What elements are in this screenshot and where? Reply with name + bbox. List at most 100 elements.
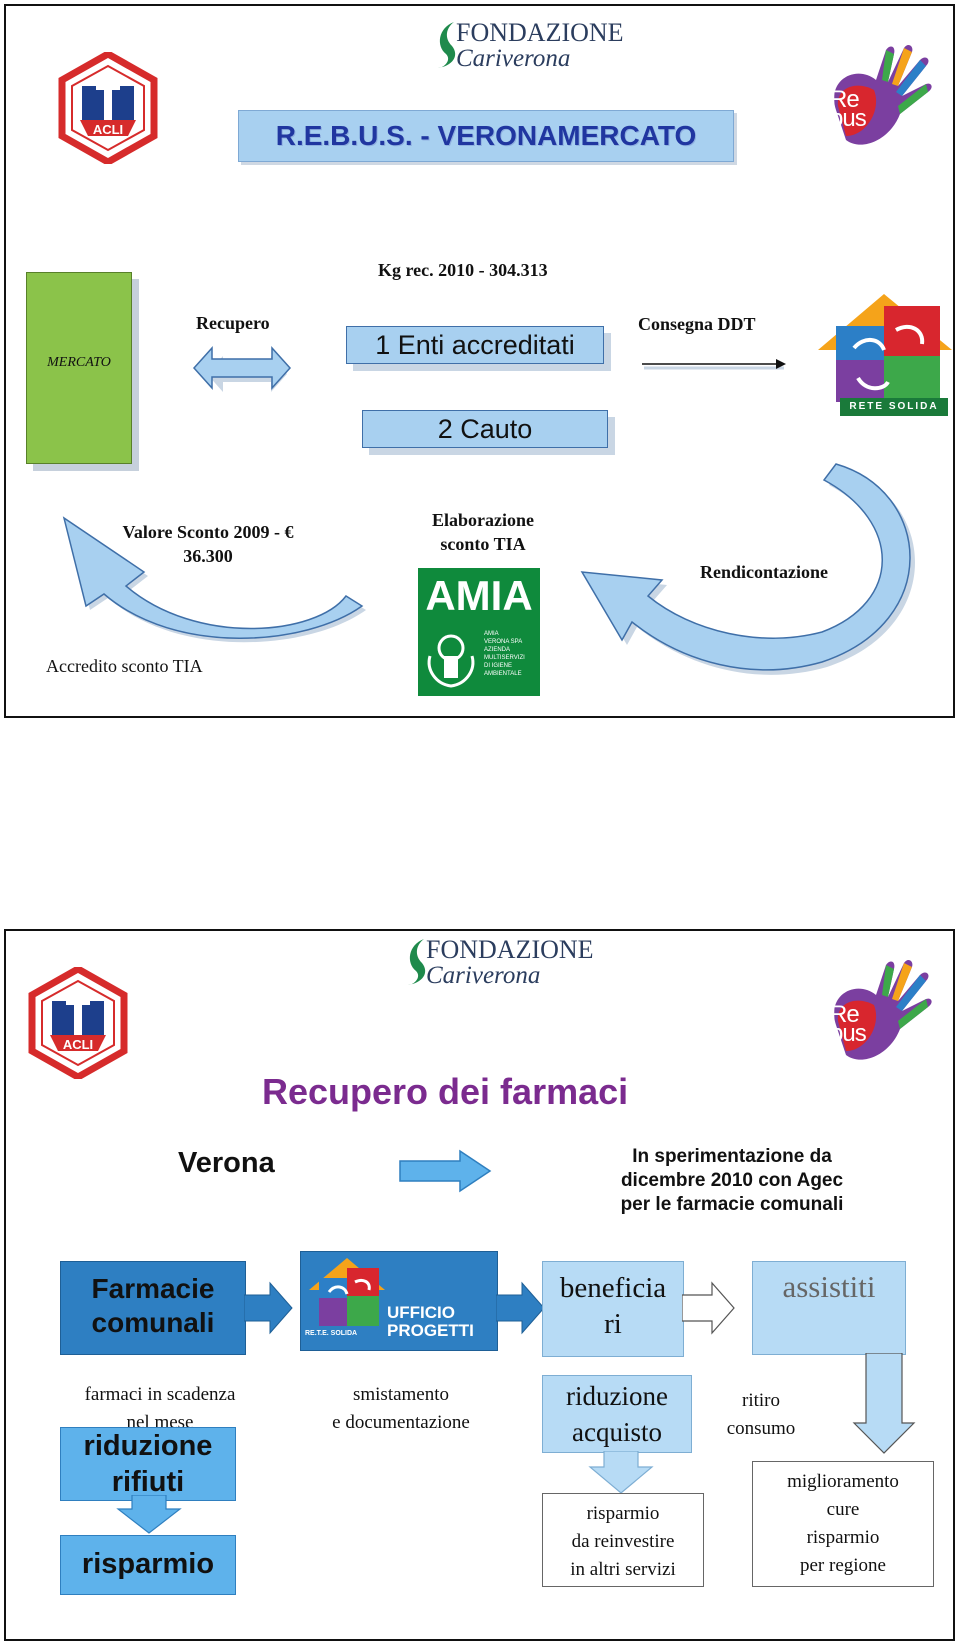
enti-accreditati-label: 1 Enti accreditati: [375, 330, 575, 360]
beneficiari-line2: ri: [604, 1308, 622, 1340]
acli-label-2: ACLI: [62, 1037, 94, 1052]
acli-logo-2: ACLI: [28, 964, 128, 1082]
riduzione-acquisto-box: riduzione acquisto: [542, 1375, 692, 1453]
ufficio-line1: UFFICIO: [387, 1303, 455, 1322]
amia-small-0: AMIA: [484, 631, 499, 637]
riduzione-acquisto-line2: acquisto: [572, 1417, 662, 1447]
fondazione-line2: Cariverona: [456, 45, 571, 72]
rete-solida-logo: RETE SOLIDA: [814, 286, 953, 426]
assistiti-box: assistiti: [752, 1261, 906, 1355]
risparmio-label: risparmio: [81, 1548, 215, 1580]
amia-small-5: AMBIENTALE: [484, 671, 522, 677]
ritiro-line2: consumo: [726, 1418, 796, 1439]
sperimentazione-label: In sperimentazione da dicembre 2010 con …: [582, 1145, 882, 1217]
mercato-box: MERCATO: [26, 272, 132, 464]
elaborazione-line2: sconto TIA: [440, 534, 526, 554]
elaborazione-label: Elaborazione sconto TIA: [398, 508, 568, 556]
arrow-right-icon-2: [399, 1149, 492, 1193]
valore-sconto-label: Valore Sconto 2009 - € 36.300: [94, 520, 322, 568]
fondazione-cariverona-logo: FONDAZIONE Cariverona: [434, 18, 624, 74]
amia-logo: AMIA AMIA VERONA SPA AZIENDA MULTISERVIZ…: [418, 568, 540, 696]
beneficiari-box: beneficia ri: [542, 1261, 684, 1357]
acli-hexagon-icon-2: [28, 964, 128, 1082]
miglioramento-line3: risparmio: [806, 1527, 880, 1548]
page-title-2: Recupero dei farmaci: [262, 1071, 629, 1112]
rebus-hand-logo-2: Re bus: [816, 955, 936, 1077]
risparmio-reinvestire-line1: risparmio: [586, 1503, 660, 1524]
mercato-label: MERCATO: [47, 355, 111, 370]
rete-solida-house-icon-2: [309, 1258, 385, 1326]
rebus-label-2: Re bus: [830, 1001, 867, 1048]
risparmio-box: risparmio: [60, 1535, 236, 1595]
rete-solida-label: RETE SOLIDA: [849, 401, 939, 412]
curved-arrow-left-icon: [62, 516, 366, 643]
miglioramento-line2: cure: [826, 1499, 860, 1520]
acli-label: ACLI: [92, 122, 124, 137]
amia-emblem-icon: [427, 634, 475, 688]
farmacie-line1: Farmacie: [91, 1273, 215, 1304]
acli-logo: ACLI: [58, 49, 158, 167]
ufficio-line2: PROGETTI: [387, 1321, 474, 1340]
farmacie-line2: comunali: [91, 1307, 215, 1338]
consegna-ddt-label: Consegna DDT: [638, 314, 756, 334]
riduzione-rifiuti-box: riduzione rifiuti: [60, 1427, 236, 1501]
arrow-right-icon: [642, 359, 786, 370]
riduzione-acquisto-line1: riduzione: [566, 1381, 668, 1411]
amia-small-3: MULTISERVIZI: [484, 655, 525, 661]
smistamento-line2: e documentazione: [332, 1412, 470, 1433]
kg-rec-label: Kg rec. 2010 - 304.313: [378, 260, 548, 280]
recupero-label: Recupero: [196, 313, 270, 333]
arrow-down-icon: [588, 1451, 654, 1494]
rebus-hand-icon: [834, 45, 932, 145]
rebus-hand-icon-2: [834, 960, 932, 1060]
amia-small-text: AMIA VERONA SPA AZIENDA MULTISERVIZI DI …: [484, 630, 540, 678]
fondazione-cariverona-logo-2: FONDAZIONE Cariverona: [404, 935, 594, 991]
cauto-label: 2 Cauto: [437, 414, 533, 444]
double-arrow-icon: [192, 346, 292, 392]
page-title: R.E.B.U.S. - VERONAMERCATO: [275, 120, 697, 151]
fondazione-line2-2: Cariverona: [426, 962, 541, 989]
riduzione-rifiuti-line1: riduzione: [83, 1430, 213, 1462]
rete-solida-house-icon: [818, 294, 952, 416]
ritiro-consumo-label: ritiro consumo: [706, 1387, 816, 1443]
rebus-hand-logo: Re bus: [816, 40, 936, 162]
amia-logo-text: AMIA: [425, 572, 533, 619]
risparmio-reinvestire-line2: da reinvestire: [571, 1531, 675, 1552]
smistamento-line1: smistamento: [352, 1384, 450, 1405]
ufficio-text: UFFICIO PROGETTI: [387, 1304, 474, 1340]
rete-label-2: RE.T.E. SOLIDA: [305, 1330, 358, 1337]
miglioramento-line1: miglioramento: [787, 1471, 899, 1492]
assistiti-label: assistiti: [782, 1269, 876, 1304]
elaborazione-line1: Elaborazione: [432, 510, 534, 530]
accredito-label: Accredito sconto TIA: [46, 656, 203, 676]
fondazione-line1: FONDAZIONE: [456, 18, 624, 47]
miglioramento-line4: per regione: [800, 1555, 886, 1576]
fondazione-leaf-icon-2: [408, 939, 426, 985]
risparmio-reinvestire-line3: in altri servizi: [570, 1559, 676, 1580]
ritiro-line1: ritiro: [742, 1390, 780, 1411]
fondazione-line1-2: FONDAZIONE: [426, 935, 594, 964]
farmacie-comunali-box: Farmacie comunali: [60, 1261, 246, 1355]
risparmio-reinvestire-box: risparmio da reinvestire in altri serviz…: [542, 1493, 704, 1587]
sperimentazione-line1: In sperimentazione da: [632, 1146, 832, 1167]
title-box: R.E.B.U.S. - VERONAMERCATO: [238, 110, 734, 162]
valore-line1: Valore Sconto 2009 - €: [122, 522, 294, 542]
acli-hexagon-icon: [58, 49, 158, 167]
ufficio-progetti-box: RE.T.E. SOLIDA UFFICIO PROGETTI: [300, 1251, 498, 1351]
arrow-right-icon-3: [244, 1281, 293, 1335]
fondazione-leaf-icon: [438, 22, 456, 68]
slide-rebus-veronamercato: FONDAZIONE Cariverona ACLI Re bus R.E.B.…: [4, 4, 955, 718]
arrow-down-icon-3: [116, 1495, 182, 1534]
arrow-right-icon-4: [496, 1281, 545, 1335]
rebus-label: Re bus: [830, 86, 867, 133]
farmaci-scadenza-line1: farmaci in scadenza: [84, 1384, 236, 1405]
curved-arrow-right-icon: [580, 463, 916, 675]
slide-recupero-farmaci: FONDAZIONE Cariverona ACLI Re bus Recupe…: [4, 929, 955, 1641]
verona-label: Verona: [178, 1147, 275, 1179]
arrow-down-icon-2: [852, 1353, 916, 1454]
amia-small-2: AZIENDA: [484, 647, 511, 653]
sperimentazione-line2: dicembre 2010 con Agec: [620, 1170, 844, 1191]
enti-accreditati-box: 1 Enti accreditati: [346, 326, 604, 364]
cauto-box: 2 Cauto: [362, 410, 608, 448]
smistamento-label: smistamento e documentazione: [306, 1381, 496, 1437]
